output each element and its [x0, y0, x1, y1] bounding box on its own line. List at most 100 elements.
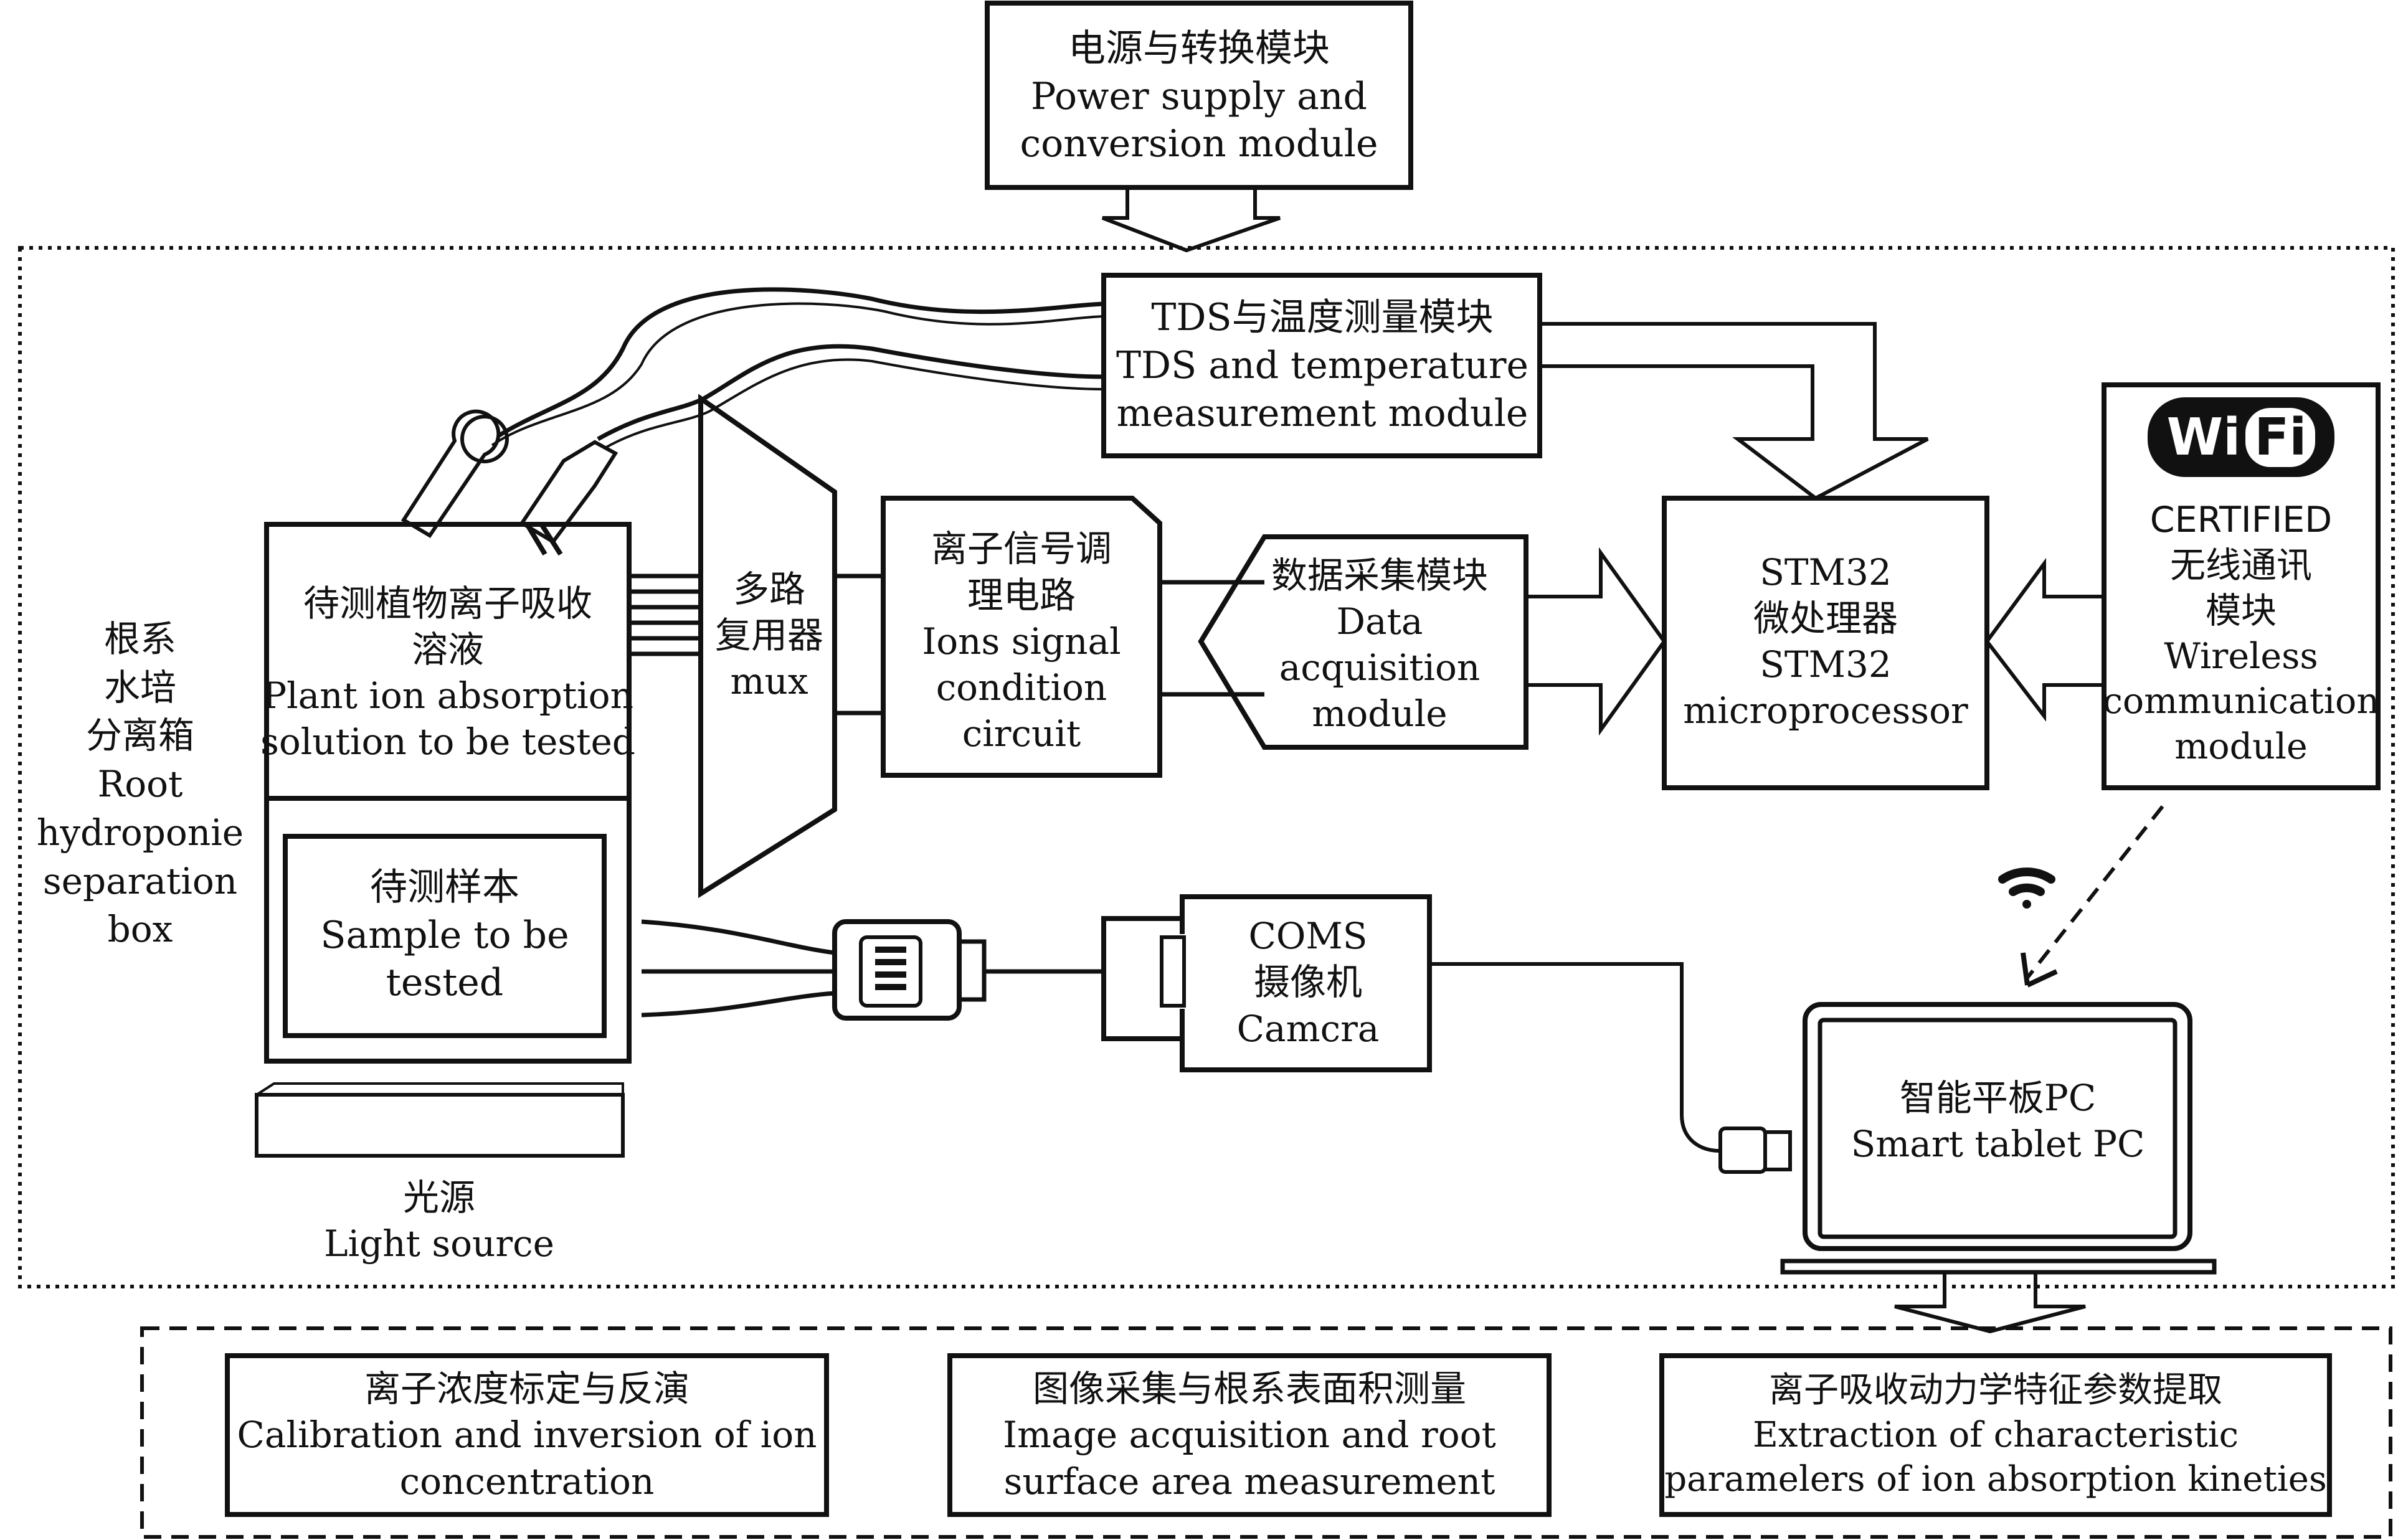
- probe-cable-2b: [604, 358, 1104, 450]
- sample-zh: 待测样本: [370, 865, 519, 909]
- task-3-en1: Extraction of characteristic: [1753, 1414, 2239, 1455]
- root-en3: separation: [42, 859, 238, 902]
- power-down-arrow: [1101, 187, 1281, 253]
- root-zh2: 水培: [103, 666, 176, 709]
- wireless-en2: communication: [2102, 681, 2380, 722]
- data-acq-en1: Data: [1336, 600, 1423, 643]
- acq-to-stm32-arrow: [1526, 547, 1667, 736]
- stm32-l4: microprocessor: [1683, 689, 1968, 732]
- wireless-label: CERTIFIED 无线通讯 模块 Wireless communication…: [2102, 483, 2380, 785]
- tds-to-stm32-arrow: [1540, 322, 1929, 501]
- camera-l1: COMS: [1248, 915, 1368, 958]
- data-acq-en2: acquisition: [1279, 646, 1481, 689]
- wireless-box: [2102, 382, 2381, 790]
- camera-label: COMS 摄像机 Camcra: [1187, 897, 1429, 1068]
- tablet-en: Smart tablet PC: [1851, 1123, 2145, 1165]
- task-box-3: [1659, 1353, 2332, 1517]
- camera-l3: Camcra: [1236, 1007, 1380, 1050]
- tds-module-label: TDS与温度测量模块 TDS and temperature measureme…: [1107, 280, 1537, 451]
- root-zh3: 分离箱: [85, 714, 194, 757]
- solution-mux-lines: [629, 574, 701, 656]
- data-acq-label: 数据采集模块 Data acquisition module: [1236, 542, 1523, 747]
- ion-circuit-box: [881, 496, 1162, 778]
- tablet-base: [1780, 1259, 2217, 1275]
- probe-cable-1: [497, 287, 1104, 438]
- tds-module-zh: TDS与温度测量模块: [1151, 296, 1494, 340]
- ion-circuit-label: 离子信号调 理电路 Ions signal condition circuit: [884, 514, 1159, 769]
- wifi-logo-fi: Fi: [2245, 407, 2316, 467]
- task-2-zh: 图像采集与根系表面积测量: [1032, 1368, 1466, 1410]
- system-boundary: [18, 246, 2395, 1288]
- power-module-en2: conversion module: [1020, 122, 1378, 166]
- lens-assembly: [832, 919, 962, 1021]
- wireless-en1: Wireless: [2164, 635, 2318, 677]
- mux-zh1: 多路: [732, 567, 805, 610]
- data-acq-zh: 数据采集模块: [1271, 554, 1488, 597]
- power-module-en1: Power supply and: [1031, 74, 1367, 118]
- camera-l2: 摄像机: [1253, 961, 1362, 1004]
- ion-circuit-en3: circuit: [962, 712, 1081, 755]
- task-1-en1: Calibration and inversion of ion: [237, 1414, 817, 1457]
- task-2-en1: Image acquisition and root: [1003, 1414, 1496, 1457]
- camera-tablet-cable: [1429, 962, 1720, 1153]
- task-label-2: 图像采集与根系表面积测量 Image acquisition and root …: [952, 1359, 1547, 1511]
- task-box-1: [225, 1353, 829, 1517]
- mux-en: mux: [730, 660, 808, 703]
- task-1-en2: concentration: [399, 1460, 655, 1503]
- root-box-label: 根系 水培 分离箱 Root hydroponie separation box: [25, 610, 255, 959]
- stm32-l3: STM32: [1760, 643, 1892, 686]
- mux-zh2: 复用器: [714, 613, 823, 656]
- sample-en2: tested: [386, 961, 504, 1005]
- wireless-to-stm32-arrow: [1984, 557, 2104, 722]
- power-module-zh: 电源与转换模块: [1068, 26, 1330, 70]
- wireless-dashed-link: [2026, 805, 2164, 979]
- stm32-label: STM32 微处理器 STM32 microprocessor: [1667, 536, 1984, 747]
- wifi-signal-icon: [1998, 867, 2055, 909]
- root-box-lower: [264, 796, 632, 1064]
- ion-circuit-zh2: 理电路: [967, 574, 1076, 616]
- task-3-en2: paramelers of ion absorption kineties: [1664, 1459, 2327, 1500]
- wireless-zh2: 模块: [2206, 590, 2277, 631]
- tablet-frame: [1803, 1002, 2192, 1251]
- tds-module-en1: TDS and temperature: [1116, 344, 1529, 388]
- stm32-l1: STM32: [1760, 550, 1892, 593]
- root-en4: box: [107, 908, 173, 951]
- optical-lines: [641, 919, 835, 1018]
- electrode-probe: [400, 409, 501, 539]
- mux-shape: [698, 394, 837, 899]
- mux-circuit-lines: [835, 574, 883, 716]
- tablet-screen: [1817, 1018, 2178, 1239]
- wireless-zh1: 无线通讯: [2170, 544, 2312, 586]
- task-1-zh: 离子浓度标定与反演: [364, 1368, 690, 1410]
- root-en1: Root: [97, 763, 183, 806]
- power-module-box: [985, 1, 1413, 190]
- sample-box: [283, 834, 607, 1038]
- solution-zh1: 待测植物离子吸收: [303, 582, 592, 625]
- tablet-to-analysis-arrow: [1894, 1272, 2086, 1334]
- wifi-logo-wi: Wi: [2166, 407, 2241, 467]
- root-en2: hydroponie: [36, 811, 244, 854]
- task-3-zh: 离子吸收动力学特征参数提取: [1769, 1369, 2222, 1410]
- mux-label: 多路 复用器 mux: [707, 548, 832, 722]
- root-zh1: 根系: [103, 617, 176, 660]
- ion-circuit-zh1: 离子信号调: [931, 527, 1112, 570]
- task-label-1: 离子浓度标定与反演 Calibration and inversion of i…: [229, 1359, 825, 1511]
- solution-zh2: 溶液: [411, 628, 484, 671]
- tds-module-en2: measurement module: [1116, 391, 1528, 435]
- wireless-en3: module: [2174, 726, 2308, 768]
- light-source-bar: [255, 1093, 625, 1158]
- ion-circuit-en2: condition: [936, 666, 1107, 709]
- wifi-certified-text: CERTIFIED: [2149, 499, 2333, 541]
- solution-en1: Plant ion absorption: [262, 674, 633, 717]
- analysis-boundary: [140, 1326, 2392, 1539]
- solution-en2: solution to be tested: [260, 720, 635, 763]
- probe-cable-1b: [491, 302, 1104, 446]
- task-box-2: [947, 1353, 1552, 1517]
- light-source-label: 光源 Light source: [268, 1171, 610, 1270]
- task-2-en2: surface area measurement: [1003, 1460, 1495, 1503]
- probe-bulb: [460, 415, 509, 463]
- sample-label: 待测样本 Sample to be tested: [287, 842, 603, 1029]
- probe-cable-2: [597, 344, 1104, 442]
- usb-plug: [1718, 1127, 1767, 1174]
